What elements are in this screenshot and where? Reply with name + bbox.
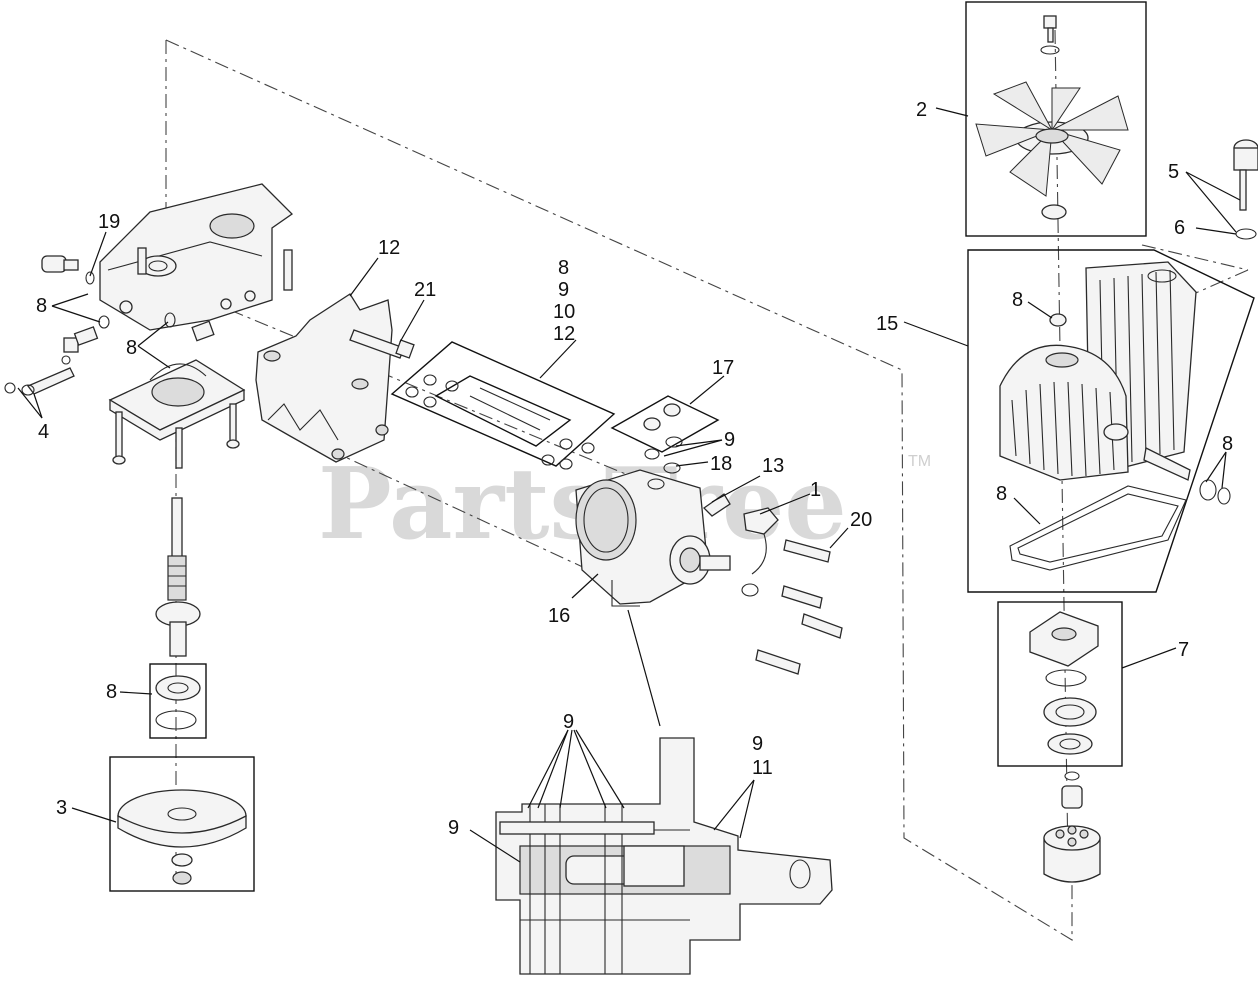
watermark-trademark: TM (908, 453, 931, 470)
callout-17: 17 (712, 357, 734, 379)
callout-16: 16 (548, 605, 570, 627)
seal-kit-box (390, 341, 616, 467)
long-bolt (349, 329, 415, 359)
callout-8-9-10-12-line3: 10 (553, 301, 575, 323)
callout-21: 21 (414, 279, 436, 301)
motor-cylinder-block (1043, 771, 1101, 883)
bypass-lever (4, 355, 75, 396)
callout-3: 3 (56, 797, 67, 819)
callout-20: 20 (850, 509, 872, 531)
o-ring (164, 312, 176, 328)
seal-kit-inner-box (434, 375, 572, 447)
callout-8: 8 (36, 295, 47, 317)
callout-9: 9 (724, 429, 735, 451)
callout-19: 19 (98, 211, 120, 233)
callout-18: 18 (710, 453, 732, 475)
callout-labels: 19 8 8 4 12 21 8 9 10 12 17 9 18 13 1 20… (36, 99, 1233, 839)
pulley-box (109, 756, 255, 892)
callout-8: 8 (106, 681, 117, 703)
swash-plate-assembly (1029, 611, 1099, 755)
callout-8: 8 (1222, 433, 1233, 455)
fittings (643, 403, 683, 448)
fan-box (965, 1, 1147, 237)
housing-box (967, 249, 1255, 593)
o-ring (644, 448, 660, 460)
callout-8: 8 (996, 483, 1007, 505)
transmission-housing (255, 293, 393, 463)
callout-9-11-line1: 9 (752, 733, 763, 755)
bracket (702, 493, 779, 597)
housing-bolt (283, 249, 293, 291)
finned-housing (999, 261, 1197, 481)
callout-9: 9 (563, 711, 574, 733)
cooling-fan (975, 15, 1129, 220)
valve-fitting (63, 320, 215, 353)
thrust-bearing (155, 675, 201, 701)
center-section-housing (99, 183, 294, 331)
callout-8: 8 (1012, 289, 1023, 311)
pump-plate (108, 359, 246, 469)
callout-15: 15 (876, 313, 898, 335)
callout-4: 4 (38, 421, 49, 443)
callout-7: 7 (1178, 639, 1189, 661)
callout-8-9-10-12-line4: 12 (553, 323, 575, 345)
assembly-outline-dashed (165, 39, 1073, 941)
input-shaft (155, 497, 201, 657)
callout-9-11-line2: 11 (752, 757, 773, 779)
pump-body (575, 469, 731, 607)
callout-8-9-10-12-line1: 8 (558, 257, 569, 279)
o-ring (1199, 479, 1217, 501)
callout-13: 13 (762, 455, 784, 477)
callout-8-9-10-12-line2: 9 (558, 279, 569, 301)
callout-12: 12 (378, 237, 400, 259)
cross-section-view (495, 737, 833, 975)
oil-cap-guide-line (1141, 244, 1249, 271)
o-ring (663, 462, 681, 474)
oil-fill-cap (1233, 139, 1258, 240)
housing-gasket (1009, 485, 1187, 571)
fitting-kit-box (610, 395, 720, 453)
bearing-box (149, 663, 207, 739)
callout-5: 5 (1168, 161, 1179, 183)
horizontal-axis-lower (329, 449, 601, 576)
seal-kit-rings (405, 374, 595, 470)
o-ring (1217, 487, 1231, 505)
callout-1: 1 (810, 479, 821, 501)
callout-8: 8 (126, 337, 137, 359)
motor-box (997, 601, 1123, 767)
callout-9: 9 (448, 817, 459, 839)
plug-fitting (41, 255, 95, 285)
mounting-bolts (755, 539, 843, 675)
retaining-ring (155, 710, 197, 730)
o-ring (98, 315, 110, 329)
pulley (117, 789, 247, 885)
callout-6: 6 (1174, 217, 1185, 239)
leader-lines (17, 107, 1241, 863)
callout-2: 2 (916, 99, 927, 121)
